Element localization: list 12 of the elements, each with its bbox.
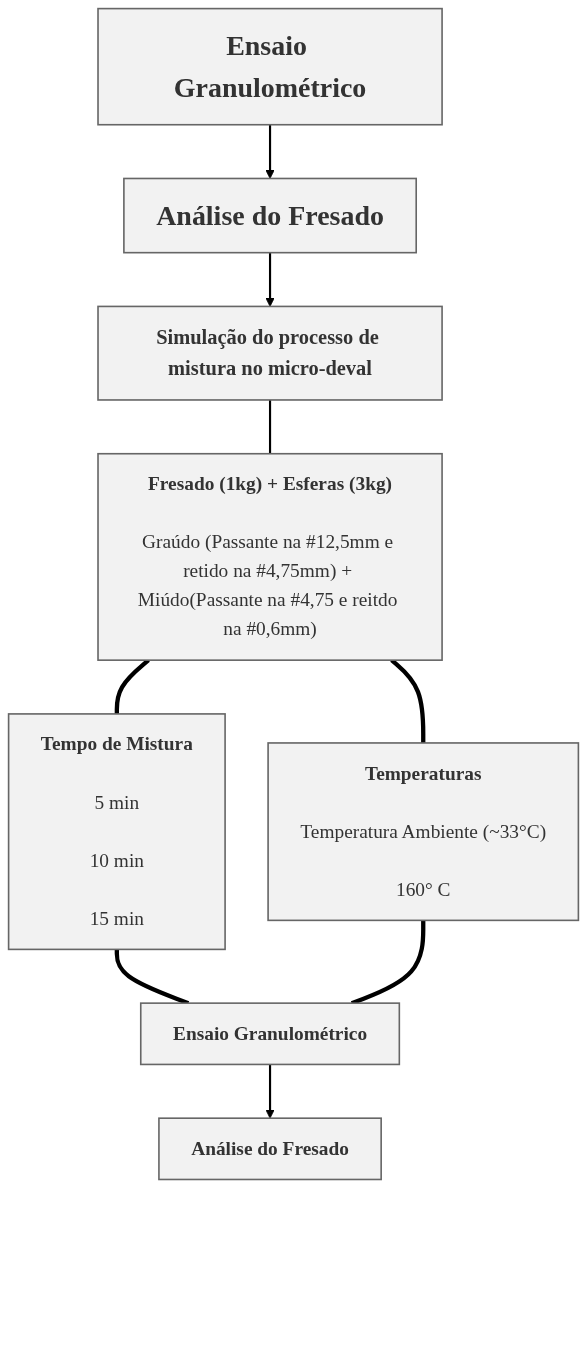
arrow — [265, 1064, 275, 1119]
node-box: Análise do Fresado — [123, 177, 417, 254]
node-box: Fresado (1kg) + Esferas (3kg) Graúdo (Passante na #12,5mm e retido na #4,75mm) + Miúdo(Passante na #4,75 e reitdo na #0,6mm) — [97, 452, 443, 661]
arrow — [265, 252, 275, 307]
node-box: Tempo de Mistura 5 min 10 min 15 min — [7, 713, 226, 951]
node-box: Ensaio Granulométrico — [97, 7, 443, 126]
node-box: Simulação do processo de mistura no micro-deval — [97, 305, 443, 401]
connector — [268, 399, 272, 454]
node-box: Temperaturas Temperatura Ambiente (~33°C) 160° C — [267, 742, 580, 922]
node-box: Ensaio Granulométrico — [139, 1002, 401, 1066]
arrow — [265, 124, 275, 179]
node-box: Análise do Fresado — [158, 1117, 382, 1181]
